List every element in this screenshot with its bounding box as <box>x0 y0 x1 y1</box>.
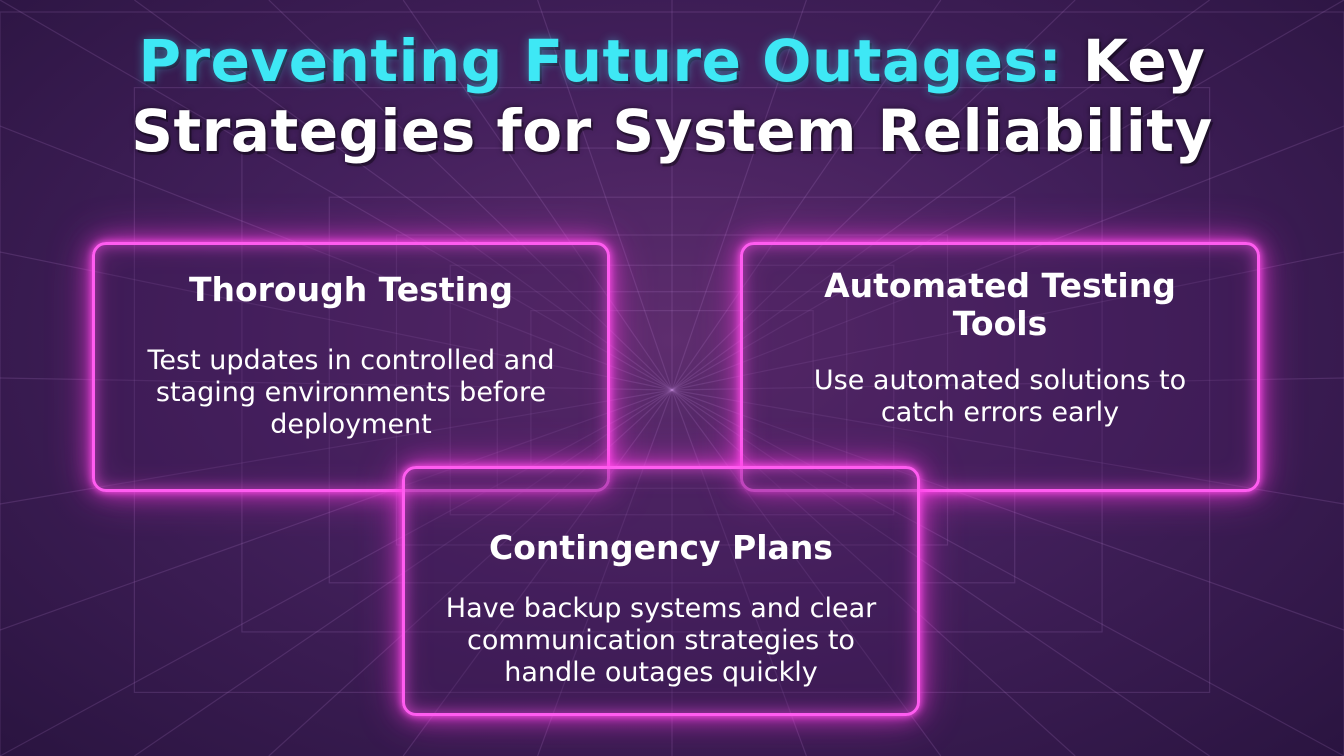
title-rest-text: Key <box>1062 27 1206 95</box>
card-heading: Thorough Testing <box>188 270 514 309</box>
title-accent-text: Preventing Future Outages: <box>138 27 1063 95</box>
grid-line <box>671 125 1344 391</box>
page-title: Preventing Future Outages: Key Strategie… <box>40 26 1304 166</box>
grid-line <box>537 389 673 756</box>
grid-line <box>671 389 1344 505</box>
grid-line <box>268 389 673 756</box>
grid-line <box>0 0 673 391</box>
grid-line <box>671 377 1344 391</box>
grid-line <box>671 0 1076 391</box>
grid-line <box>671 389 1076 756</box>
grid-line <box>671 389 807 756</box>
grid-frame <box>241 147 1103 633</box>
grid-line <box>537 0 673 391</box>
card-description: Have backup systems and clear communicat… <box>445 593 877 688</box>
grid-frame <box>328 196 1016 584</box>
grid-line <box>268 0 673 391</box>
title-line-2: Strategies for System Reliability <box>131 97 1213 165</box>
grid-frame <box>395 234 949 546</box>
grid-line <box>671 0 1344 391</box>
grid-line <box>134 0 673 391</box>
grid-line <box>671 389 1344 756</box>
grid-frame <box>133 86 1211 693</box>
grid-line <box>402 0 673 391</box>
grid-line <box>671 251 1344 391</box>
grid-frame <box>0 11 1344 756</box>
grid-line <box>671 0 1210 391</box>
grid-line <box>671 389 1344 631</box>
grid-frame <box>530 310 814 470</box>
grid-line <box>0 389 673 631</box>
grid-line <box>0 251 673 391</box>
grid-line <box>0 389 673 756</box>
grid-line <box>0 389 673 505</box>
grid-line <box>671 0 942 391</box>
grid-line <box>0 125 673 391</box>
card-description: Use automated solutions to catch errors … <box>813 365 1187 428</box>
card-heading: Contingency Plans <box>489 528 833 567</box>
strategy-card-contingency-plans: Contingency Plans Have backup systems an… <box>402 466 920 716</box>
strategy-card-automated-testing-tools: Automated Testing Tools Use automated so… <box>740 242 1260 492</box>
strategy-card-thorough-testing: Thorough Testing Test updates in control… <box>92 242 610 492</box>
grid-line <box>671 0 807 391</box>
grid-frame <box>449 264 895 516</box>
grid-line <box>671 389 1210 756</box>
card-heading: Automated Testing Tools <box>824 266 1176 343</box>
grid-frame <box>496 291 848 489</box>
grid-line <box>402 389 673 756</box>
card-description: Test updates in controlled and staging e… <box>147 345 555 440</box>
grid-line <box>0 377 673 391</box>
grid-line <box>671 389 942 756</box>
